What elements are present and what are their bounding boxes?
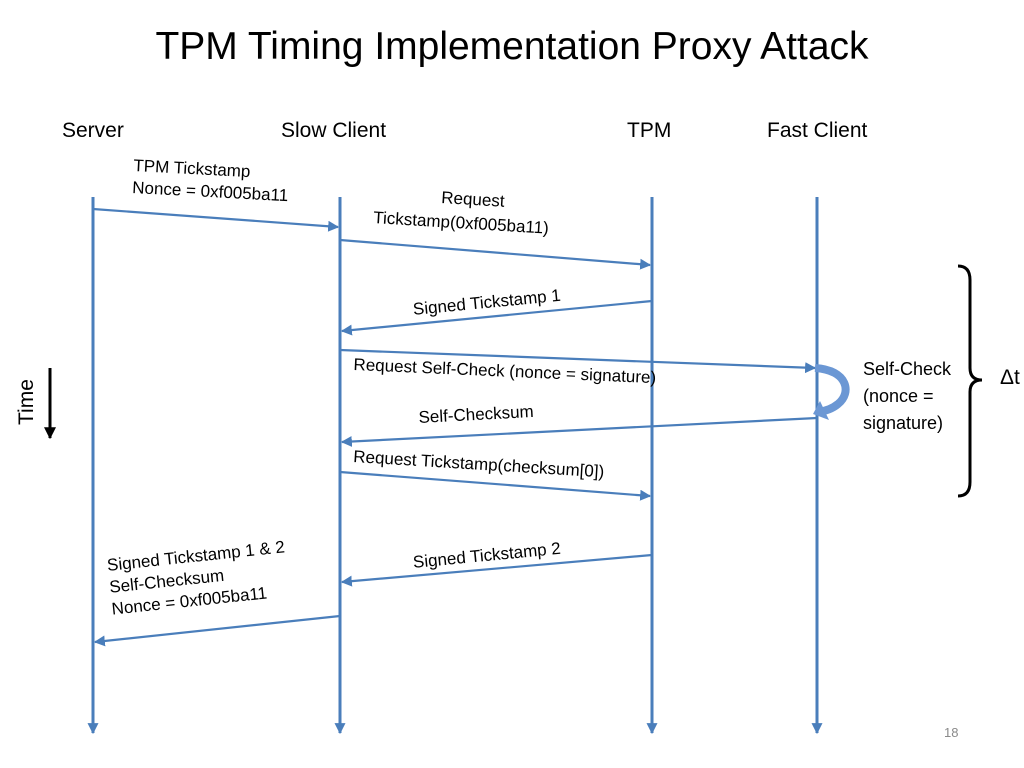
arrow-request-tickstamp-checksum	[339, 470, 652, 501]
actor-tpm: TPM	[627, 119, 672, 142]
self-check-loop-arrow	[813, 364, 850, 420]
arrow-request-self-check	[339, 348, 817, 374]
arrow-signed-tickstamp-2	[340, 553, 653, 587]
self-check-note-line-1: Self-Check	[863, 359, 952, 379]
self-check-note-line-3: signature)	[863, 413, 944, 433]
actor-server: Server	[62, 119, 124, 142]
slide-title: TPM Timing Implementation Proxy Attack	[155, 25, 869, 68]
arrow-request-tickstamp	[339, 238, 652, 270]
self-check-note-line-2: (nonce =	[863, 386, 934, 406]
page-number: 18	[944, 725, 959, 740]
delta-t-brace	[957, 264, 983, 498]
delta-t-label: Δt	[1000, 366, 1020, 389]
actor-slow-client: Slow Client	[281, 119, 387, 142]
arrow-signed-tickstamp-1	[340, 299, 653, 336]
arrow-signed-tickstamps-to-server	[93, 614, 341, 647]
msg-request-label-line-1: Request	[440, 187, 506, 211]
time-axis-label: Time	[15, 379, 38, 425]
arrow-tpm-tickstamp	[92, 207, 340, 232]
msg-tpm-tickstamp-label: TPM Tickstamp Nonce = 0xf005ba11	[132, 155, 290, 207]
arrow-self-checksum	[340, 416, 818, 447]
actor-fast-client: Fast Client	[767, 119, 868, 142]
self-check-note: Self-Check (nonce = signature)	[863, 356, 951, 437]
